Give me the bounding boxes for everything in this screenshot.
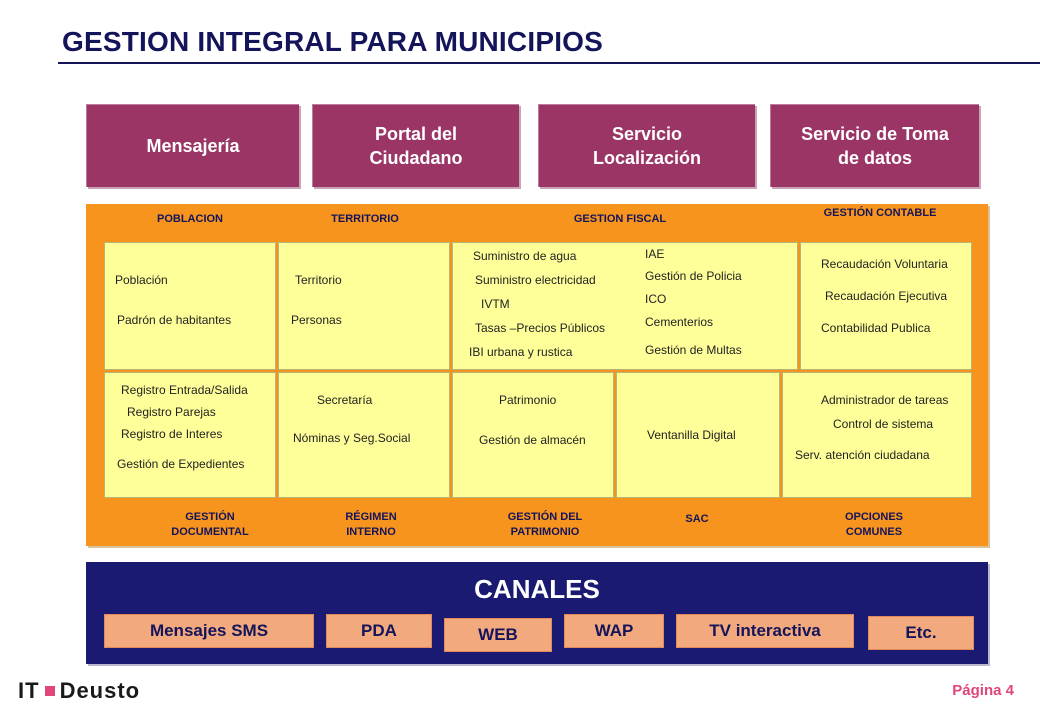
cell-item: Gestión de Policia xyxy=(645,269,742,283)
section-gestion-documental-label: GESTIÓN DOCUMENTAL xyxy=(171,511,249,538)
cell-item: Gestión de almacén xyxy=(479,433,586,447)
cell-item: Registro Entrada/Salida xyxy=(121,383,248,397)
cell-item: ICO xyxy=(645,292,667,306)
cell-gestion-fiscal: Suministro de agua Suministro electricid… xyxy=(452,242,798,370)
service-label: Servicio Localización xyxy=(592,124,702,168)
cell-item: Cementerios xyxy=(645,315,714,329)
page-number: Página 4 xyxy=(952,682,1014,699)
cell-item: Patrimonio xyxy=(499,393,557,407)
it-deusto-logo: IT Deusto xyxy=(18,678,140,704)
cell-opciones-comunes: Administrador de tareas Control de siste… xyxy=(782,372,972,498)
service-mensajeria[interactable]: Mensajería xyxy=(86,104,299,187)
logo-square-icon xyxy=(44,686,55,696)
cell-item: Ventanilla Digital xyxy=(647,428,736,442)
cell-territorio: Territorio Personas xyxy=(278,242,450,370)
section-territorio-label: TERRITORIO xyxy=(331,213,399,225)
cell-item: Administrador de tareas xyxy=(821,393,949,407)
logo-deusto-text: Deusto xyxy=(59,678,141,703)
cell-item: Recaudación Voluntaria xyxy=(821,257,948,271)
cell-gestion-contable: Recaudación Voluntaria Recaudación Ejecu… xyxy=(800,242,972,370)
service-label: Portal del Ciudadano xyxy=(369,124,463,168)
cell-item: IVTM xyxy=(481,297,510,311)
section-gestion-patrimonio-label: GESTIÓN DEL PATRIMONIO xyxy=(507,511,583,538)
channel-pda[interactable]: PDA xyxy=(326,614,432,648)
logo-it-text: IT xyxy=(18,678,40,703)
cell-sac: Ventanilla Digital xyxy=(616,372,780,498)
section-gestion-contable-label: GESTIÓN CONTABLE xyxy=(823,207,937,219)
section-gestion-fiscal-label: GESTION FISCAL xyxy=(573,213,667,225)
cell-gestion-patrimonio: Patrimonio Gestión de almacén xyxy=(452,372,614,498)
channel-web[interactable]: WEB xyxy=(444,618,552,652)
section-sac-label: SAC xyxy=(685,513,709,525)
cell-item: Tasas –Precios Públicos xyxy=(475,321,606,335)
cell-item: Gestión de Expedientes xyxy=(117,457,245,471)
service-localizacion[interactable]: Servicio Localización xyxy=(538,104,755,187)
section-poblacion-label: POBLACION xyxy=(157,213,223,225)
section-opciones-comunes-label: OPCIONES COMUNES xyxy=(844,511,904,538)
cell-item: Nóminas y Seg.Social xyxy=(293,431,411,445)
cell-item: Serv. atención ciudadana xyxy=(795,448,930,462)
service-portal-ciudadano[interactable]: Portal del Ciudadano xyxy=(312,104,519,187)
cell-gestion-documental: Registro Entrada/Salida Registro Parejas… xyxy=(104,372,276,498)
cell-item: Contabilidad Publica xyxy=(821,321,931,335)
channel-tv-interactiva[interactable]: TV interactiva xyxy=(676,614,854,648)
cell-item: IBI urbana y rustica xyxy=(469,345,573,359)
canales-title: CANALES xyxy=(474,574,600,604)
cell-item: Secretaría xyxy=(317,393,373,407)
cell-item: Registro Parejas xyxy=(127,405,216,419)
cell-item: Gestión de Multas xyxy=(645,343,742,357)
cell-item: Padrón de habitantes xyxy=(117,313,232,327)
cell-poblacion: Población Padrón de habitantes xyxy=(104,242,276,370)
cell-regimen-interno: Secretaría Nóminas y Seg.Social xyxy=(278,372,450,498)
section-regimen-interno-label: RÉGIMEN INTERNO xyxy=(345,511,397,538)
cell-item: Suministro electricidad xyxy=(475,273,596,287)
title-underline xyxy=(58,62,1040,64)
channel-etc[interactable]: Etc. xyxy=(868,616,974,650)
cell-item: Recaudación Ejecutiva xyxy=(825,289,948,303)
cell-item: Suministro de agua xyxy=(473,249,577,263)
cell-item: IAE xyxy=(645,247,665,261)
channel-sms[interactable]: Mensajes SMS xyxy=(104,614,314,648)
page-title: GESTION INTEGRAL PARA MUNICIPIOS xyxy=(62,26,604,57)
service-label: Servicio de Toma de datos xyxy=(801,124,949,168)
service-toma-datos[interactable]: Servicio de Toma de datos xyxy=(770,104,979,187)
cell-item: Registro de Interes xyxy=(121,427,223,441)
cell-item: Personas xyxy=(291,313,342,327)
service-label: Mensajería xyxy=(146,136,240,156)
channel-wap[interactable]: WAP xyxy=(564,614,664,648)
cell-item: Territorio xyxy=(295,273,342,287)
cell-item: Control de sistema xyxy=(833,417,934,431)
cell-item: Población xyxy=(115,273,168,287)
